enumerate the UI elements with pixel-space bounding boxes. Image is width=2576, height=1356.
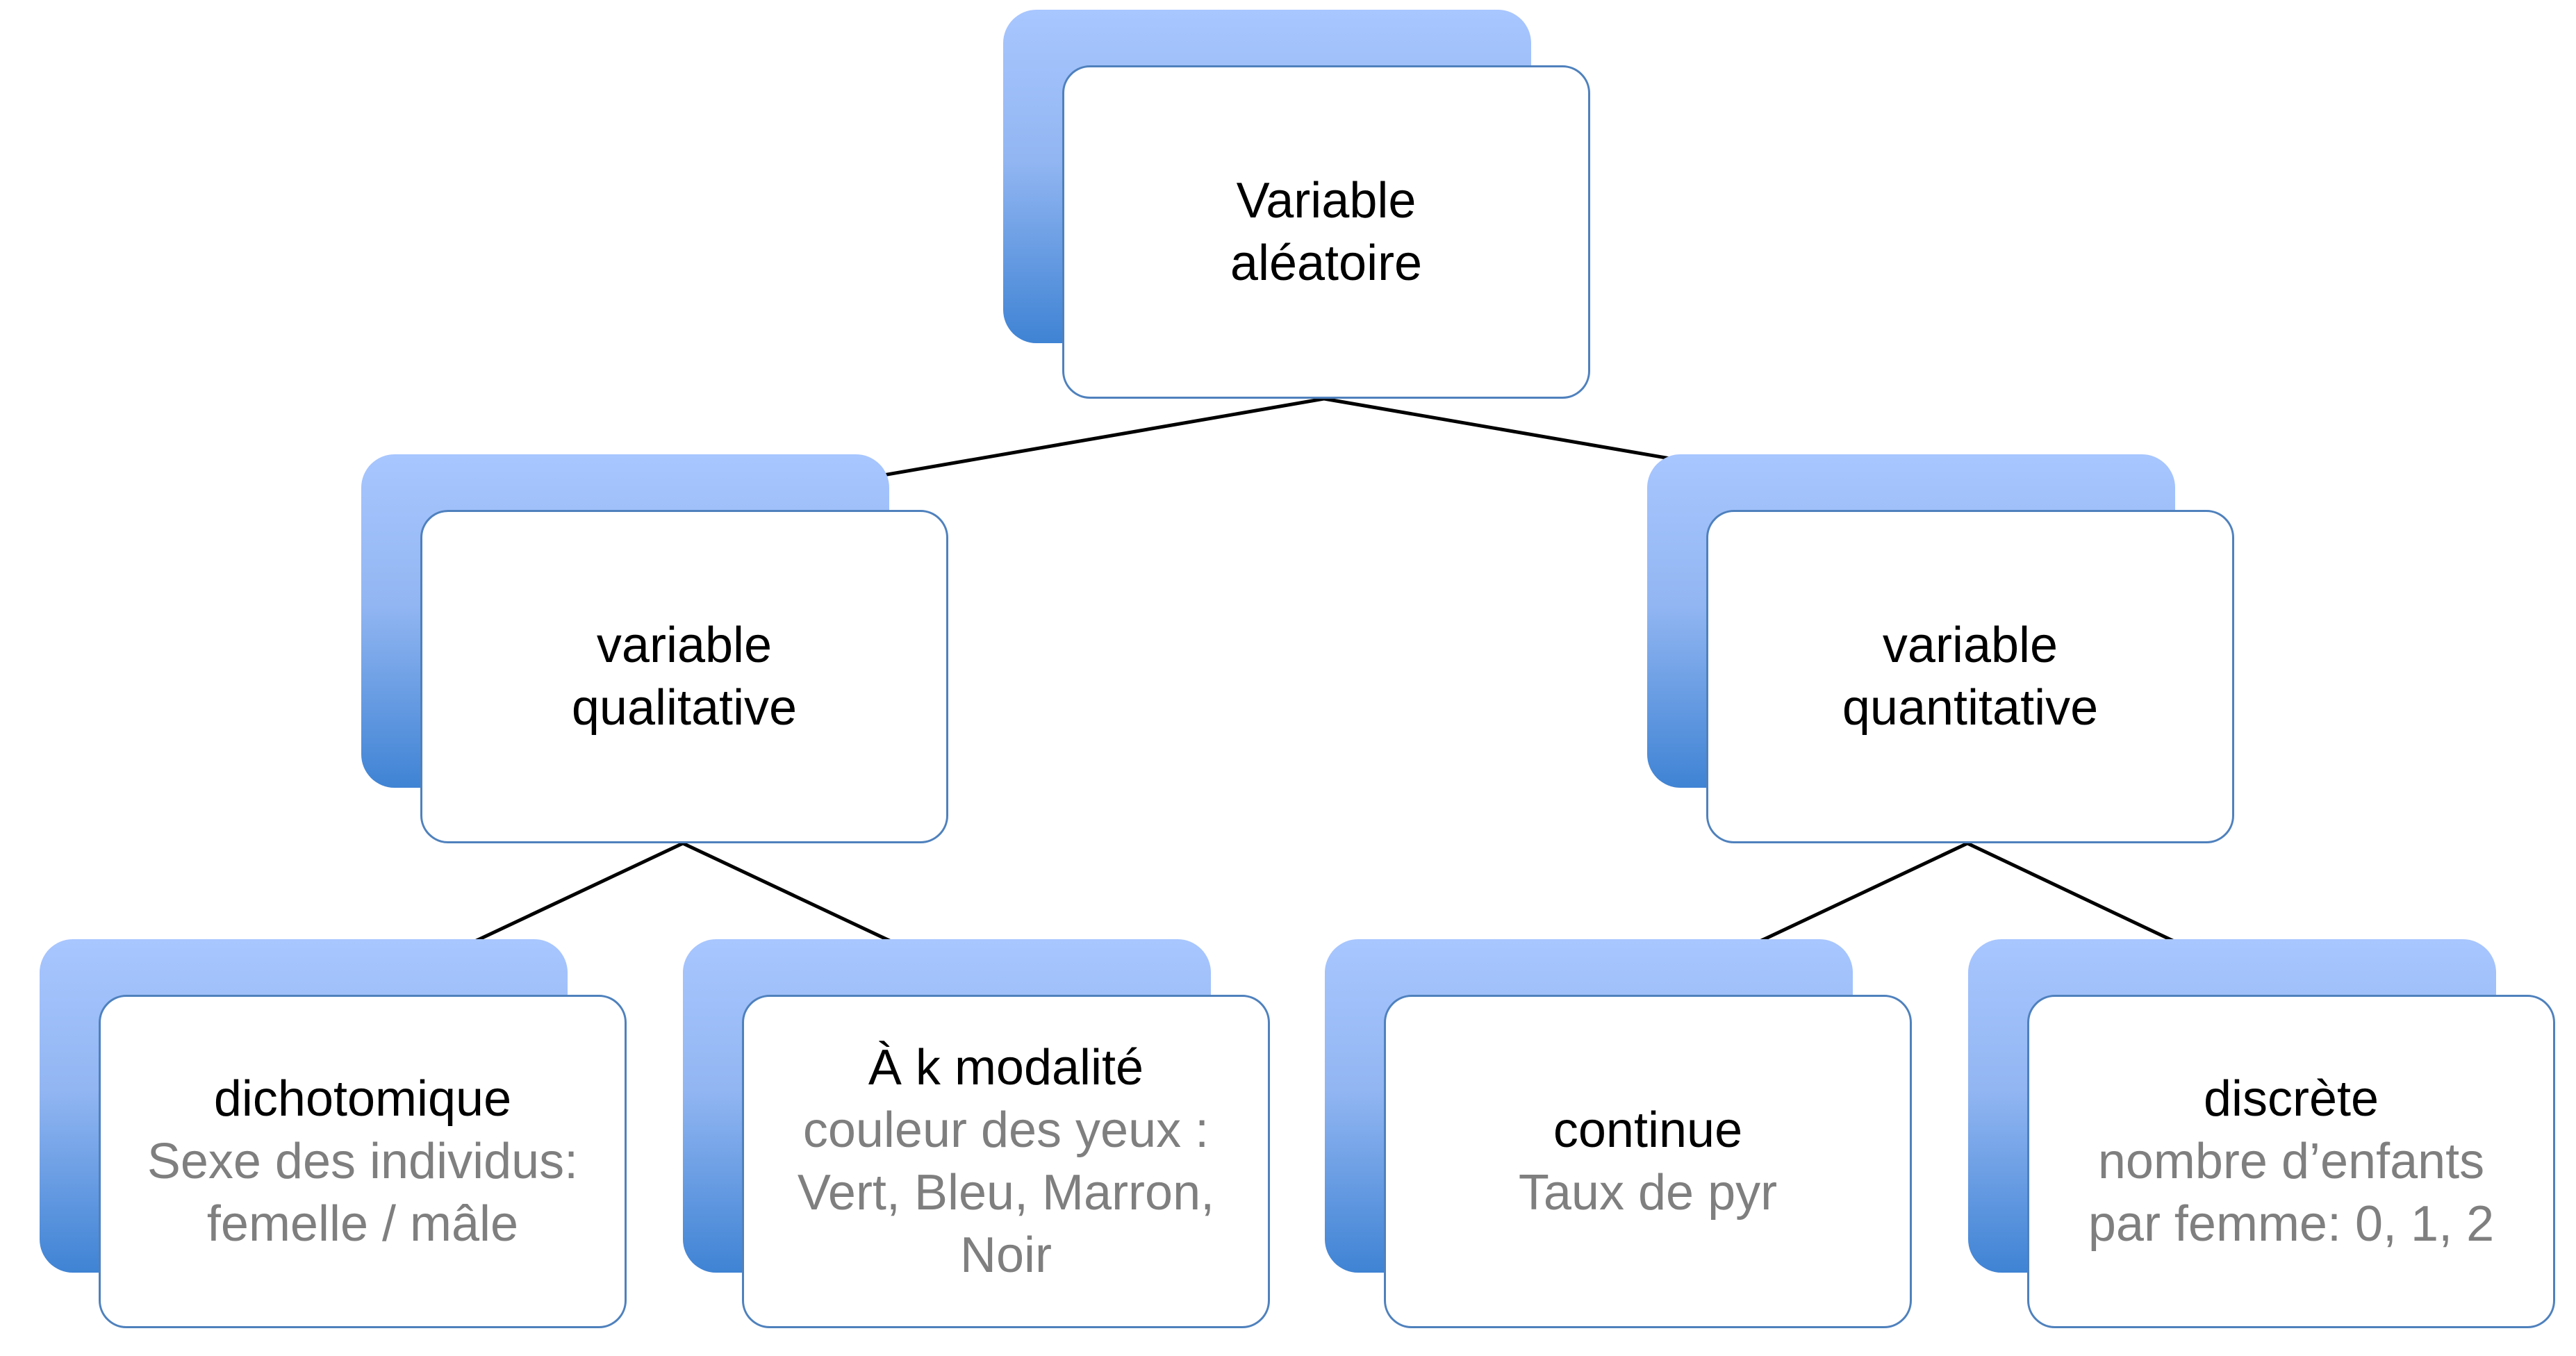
node-box: variable quantitative	[1706, 510, 2234, 843]
node-continue: continue Taux de pyr	[1325, 939, 1912, 1328]
node-title: discrète	[2203, 1071, 2379, 1127]
node-title: À k modalité	[868, 1040, 1144, 1095]
node-box: À k modalité couleur des yeux : Vert, Bl…	[742, 995, 1270, 1328]
node-box: variable qualitative	[420, 510, 948, 843]
node-example: couleur des yeux : Vert, Bleu, Marron, N…	[797, 1102, 1215, 1283]
node-box: continue Taux de pyr	[1384, 995, 1912, 1328]
node-variable-quantitative: variable quantitative	[1647, 454, 2234, 843]
node-title: continue	[1553, 1102, 1743, 1158]
node-discrete: discrète nombre d’enfants par femme: 0, …	[1968, 939, 2555, 1328]
node-dichotomique: dichotomique Sexe des individus: femelle…	[40, 939, 627, 1328]
node-title: variable quantitative	[1842, 618, 2099, 736]
node-title: variable qualitative	[571, 618, 798, 736]
node-box: discrète nombre d’enfants par femme: 0, …	[2027, 995, 2555, 1328]
node-example: nombre d’enfants par femme: 0, 1, 2	[2088, 1134, 2495, 1252]
node-box: Variable aléatoire	[1062, 65, 1590, 399]
node-variable-aleatoire: Variable aléatoire	[1003, 10, 1590, 399]
node-title: Variable aléatoire	[1230, 173, 1423, 291]
node-title: dichotomique	[213, 1071, 512, 1127]
node-variable-qualitative: variable qualitative	[361, 454, 948, 843]
node-example: Sexe des individus: femelle / mâle	[147, 1134, 579, 1252]
node-k-modalite: À k modalité couleur des yeux : Vert, Bl…	[683, 939, 1270, 1328]
node-box: dichotomique Sexe des individus: femelle…	[99, 995, 627, 1328]
node-example: Taux de pyr	[1518, 1165, 1778, 1221]
